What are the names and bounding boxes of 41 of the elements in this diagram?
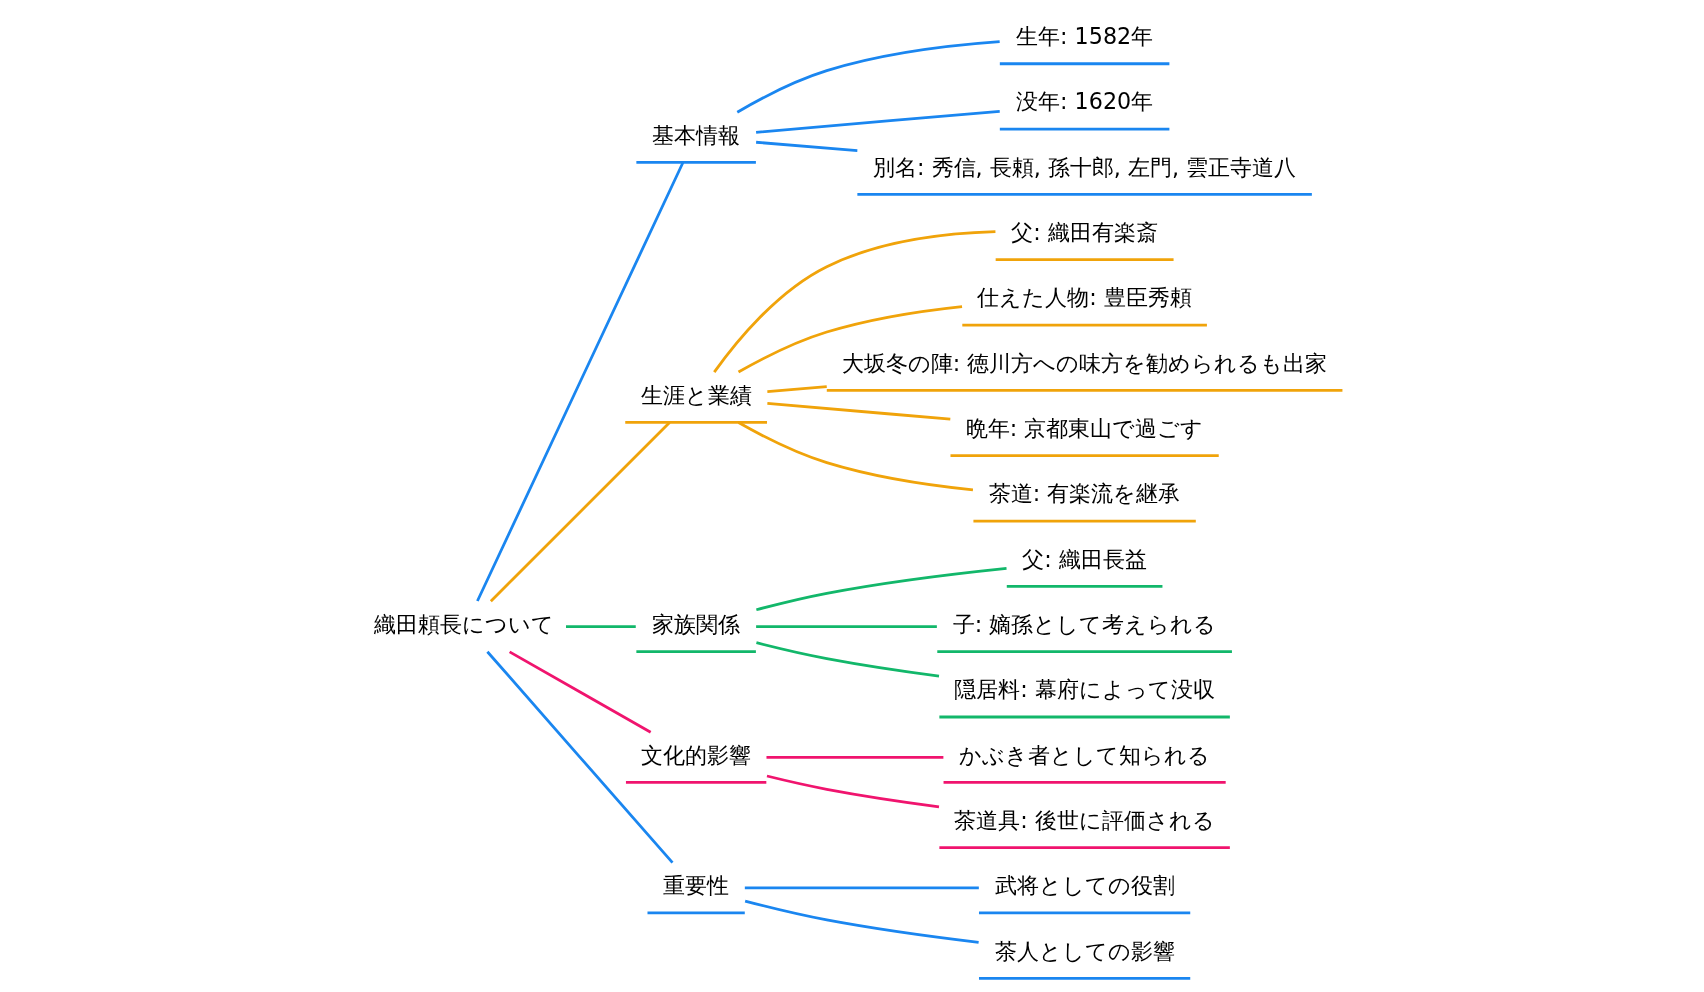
node-text: 別名: 秀信, 長頼, 孫十郎, 左門, 雲正寺道八: [872, 153, 1296, 180]
connector: [755, 641, 939, 678]
node-text: 生涯と業績: [640, 381, 752, 408]
node-text: 子: 嫡孫として考えられる: [952, 610, 1216, 637]
node-text: 晩年: 京都東山で過ごす: [965, 414, 1203, 441]
node-text: 織田頼長について: [373, 610, 554, 637]
connector: [712, 230, 995, 373]
node-text: 重要性: [662, 872, 729, 899]
node-text: 仕えた人物: 豊臣秀頼: [976, 284, 1192, 311]
connector: [766, 774, 939, 809]
node-text: 父: 織田長益: [1021, 545, 1147, 572]
node-text: 家族関係: [651, 610, 740, 637]
node-text: 文化的影響: [640, 741, 751, 768]
connector: [508, 650, 651, 734]
connector: [744, 886, 979, 890]
node-text: かぶき者として知られる: [958, 741, 1210, 768]
node-text: 没年: 1620年: [1015, 88, 1153, 115]
connector: [755, 140, 857, 153]
connector: [737, 305, 962, 374]
connector: [755, 625, 937, 629]
connector: [766, 755, 943, 759]
node-text: 茶道具: 後世に評価される: [953, 806, 1215, 833]
node-text: 生年: 1582年: [1015, 23, 1153, 49]
connector: [737, 421, 973, 492]
node-text: 基本情報: [651, 121, 740, 148]
node-text: 武将としての役割: [994, 872, 1175, 899]
connector: [736, 40, 1000, 114]
connector: [565, 625, 636, 629]
connector: [489, 421, 671, 603]
node-text: 隠居料: 幕府によって没収: [953, 676, 1215, 703]
node-text: 茶道: 有楽流を継承: [988, 480, 1180, 507]
node-text: 大坂冬の陣: 徳川方への味方を勧められるも出家: [841, 349, 1327, 376]
connector: [766, 401, 950, 421]
connector: [755, 109, 1000, 134]
node-text: 茶人としての影響: [994, 937, 1175, 964]
connector: [744, 899, 979, 944]
connector: [755, 566, 1007, 612]
connector: [485, 650, 674, 864]
connector: [475, 162, 684, 602]
connector: [766, 385, 827, 393]
node-text: 父: 織田有楽斎: [1010, 218, 1158, 245]
